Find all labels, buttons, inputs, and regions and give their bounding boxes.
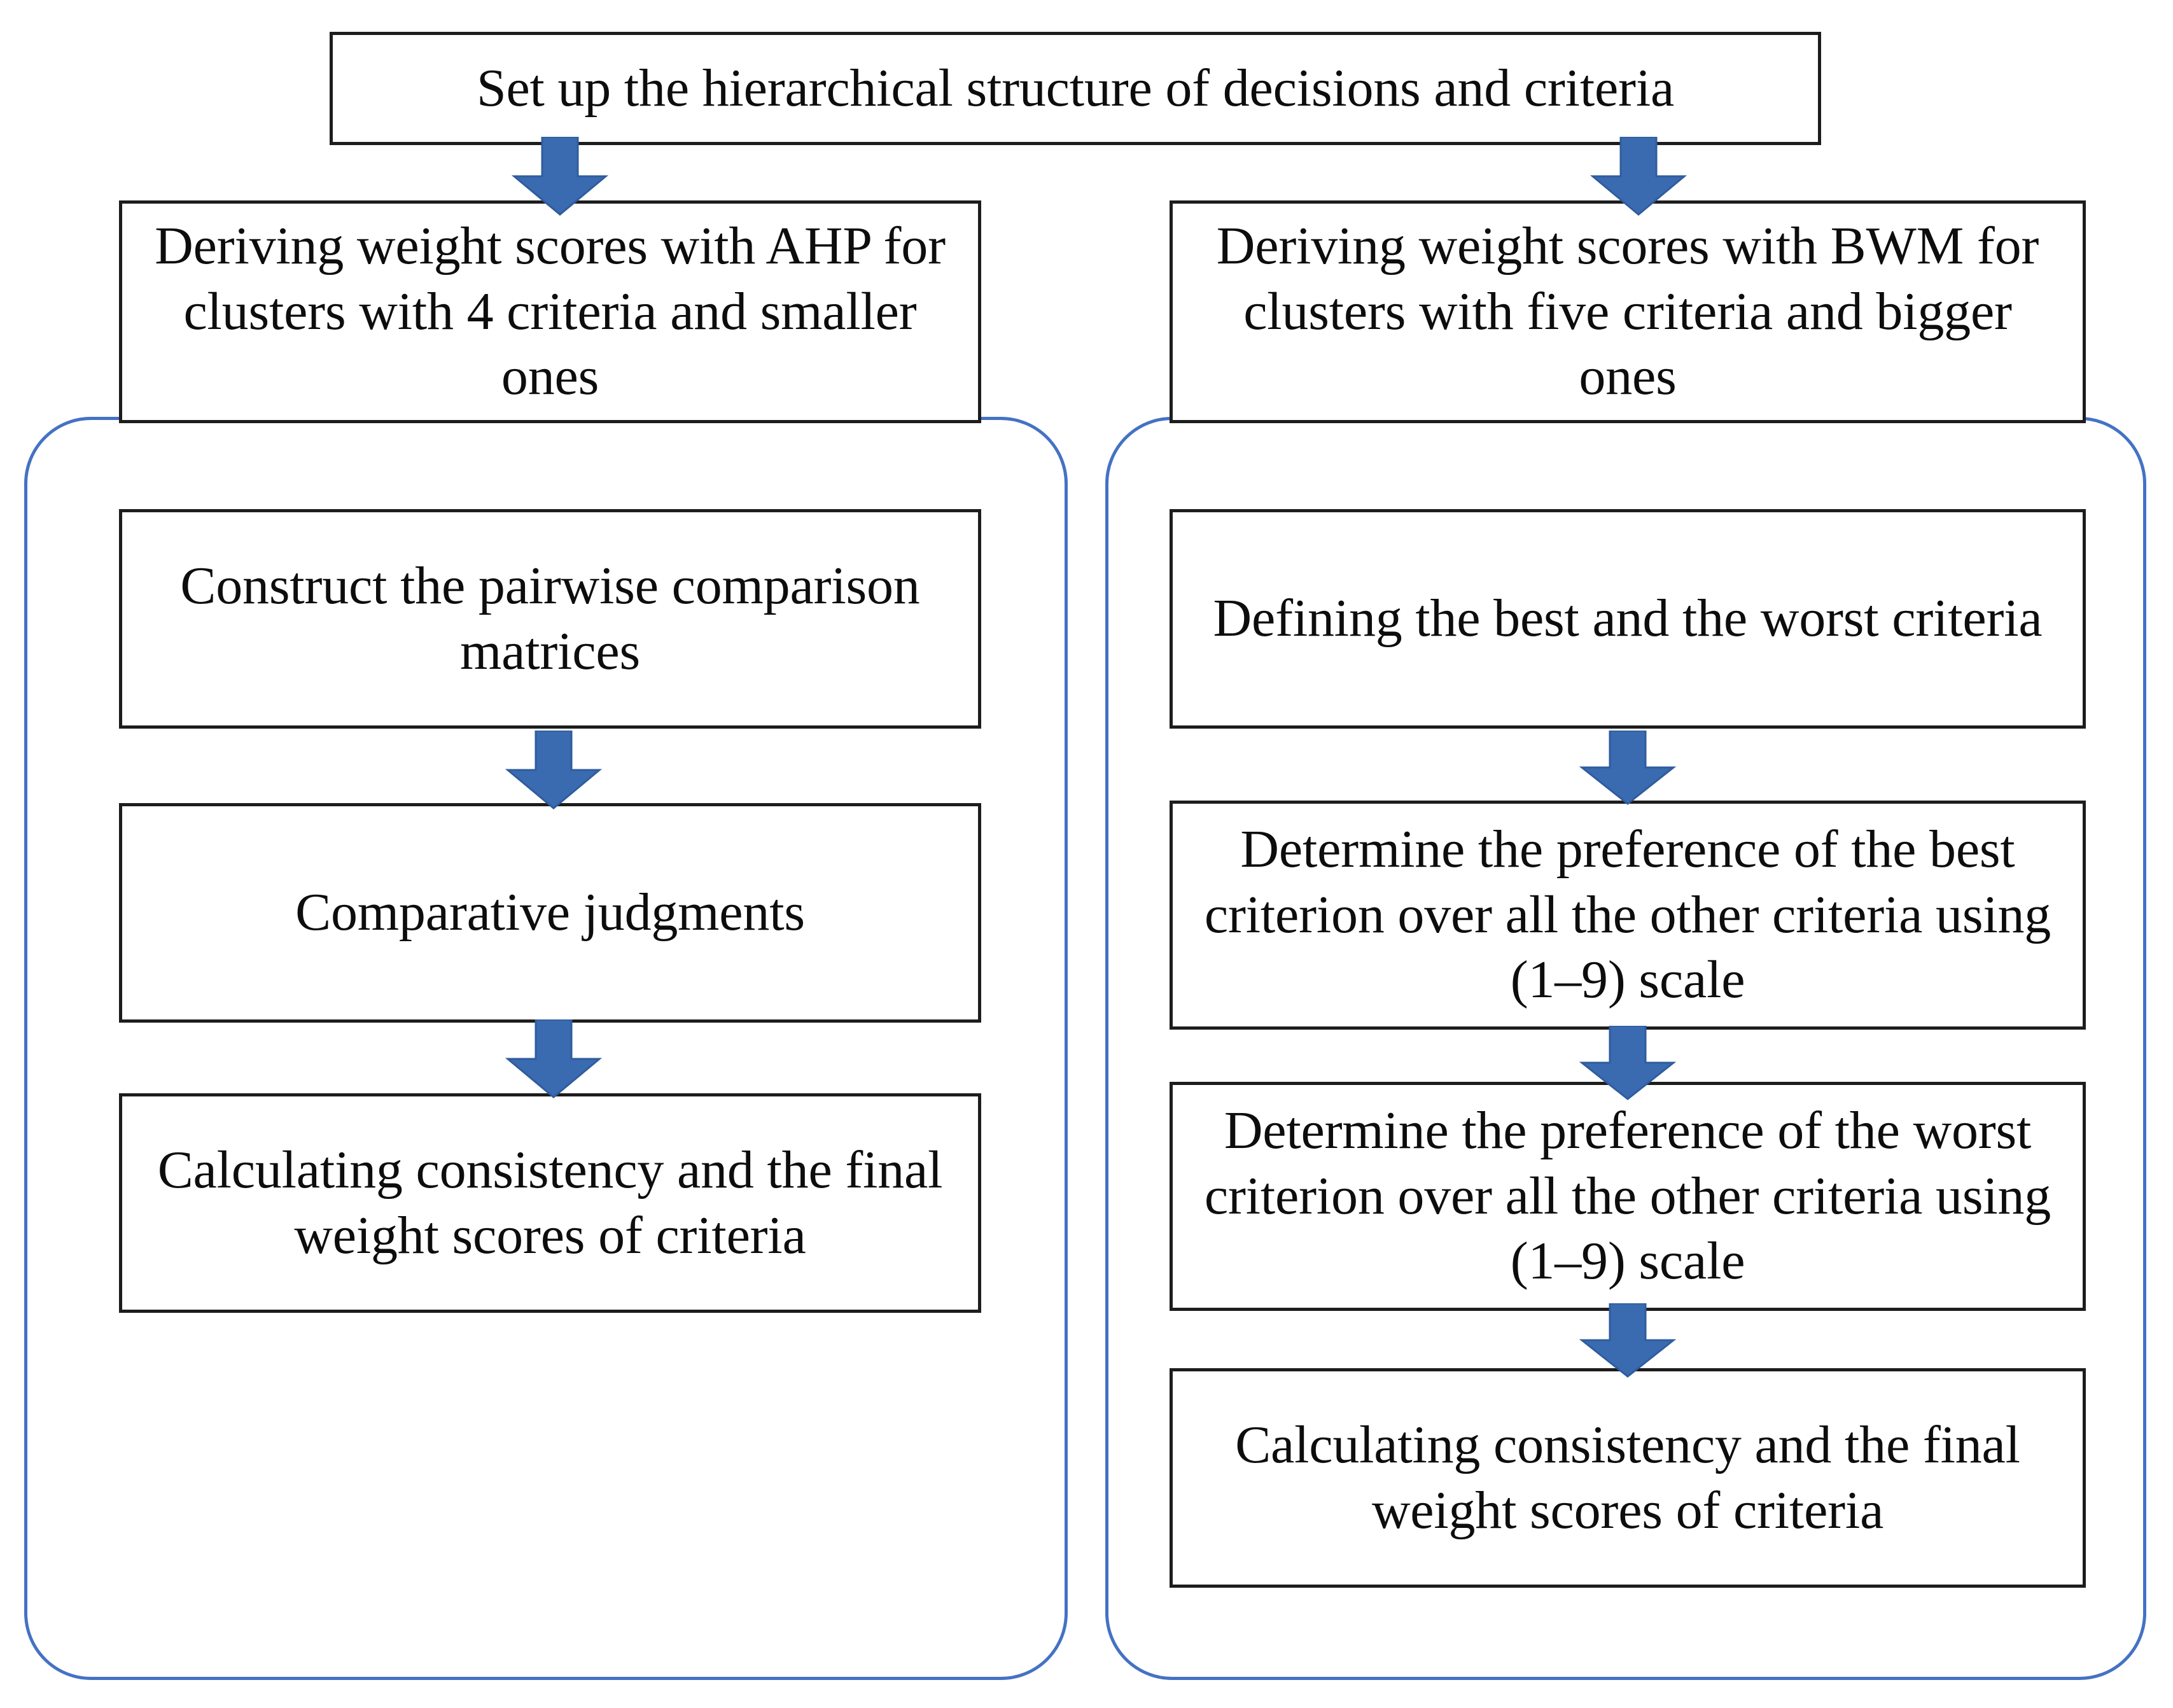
bwm-header-label: Deriving weight scores with BWM for clus… xyxy=(1216,216,2039,407)
bwm-step-2-label: Determine the preference of the best cri… xyxy=(1204,820,2051,1010)
bwm-step-3-label: Determine the preference of the worst cr… xyxy=(1204,1101,2051,1291)
bwm-step-2-box[interactable]: Determine the preference of the best cri… xyxy=(1170,801,2086,1030)
ahp-step-2-box[interactable]: Comparative judgments xyxy=(119,803,981,1023)
ahp-header-label: Deriving weight scores with AHP for clus… xyxy=(155,216,946,407)
down-arrow-icon xyxy=(503,1019,604,1099)
ahp-step-3-box[interactable]: Calculating consistency and the final we… xyxy=(119,1093,981,1313)
down-arrow-icon xyxy=(1577,1026,1679,1101)
title-box-hierarchical-structure[interactable]: Set up the hierarchical structure of dec… xyxy=(330,32,1821,145)
ahp-header-box[interactable]: Deriving weight scores with AHP for clus… xyxy=(119,200,981,423)
bwm-step-1-label: Defining the best and the worst criteria xyxy=(1213,589,2043,648)
down-arrow-icon xyxy=(503,731,604,810)
bwm-step-1-box[interactable]: Defining the best and the worst criteria xyxy=(1170,509,2086,729)
bwm-header-box[interactable]: Deriving weight scores with BWM for clus… xyxy=(1170,200,2086,423)
ahp-step-2-label: Comparative judgments xyxy=(295,883,805,942)
bwm-step-3-box[interactable]: Determine the preference of the worst cr… xyxy=(1170,1082,2086,1311)
bwm-step-4-box[interactable]: Calculating consistency and the final we… xyxy=(1170,1368,2086,1588)
ahp-step-3-label: Calculating consistency and the final we… xyxy=(157,1140,943,1265)
down-arrow-icon xyxy=(1577,1303,1679,1378)
bwm-step-4-label: Calculating consistency and the final we… xyxy=(1235,1415,2020,1540)
ahp-step-1-label: Construct the pairwise comparison matric… xyxy=(180,556,920,681)
ahp-step-1-box[interactable]: Construct the pairwise comparison matric… xyxy=(119,509,981,729)
title-box-label: Set up the hierarchical structure of dec… xyxy=(476,58,1675,118)
down-arrow-icon xyxy=(1577,731,1679,806)
down-arrow-icon xyxy=(509,137,611,216)
down-arrow-icon xyxy=(1588,137,1689,216)
